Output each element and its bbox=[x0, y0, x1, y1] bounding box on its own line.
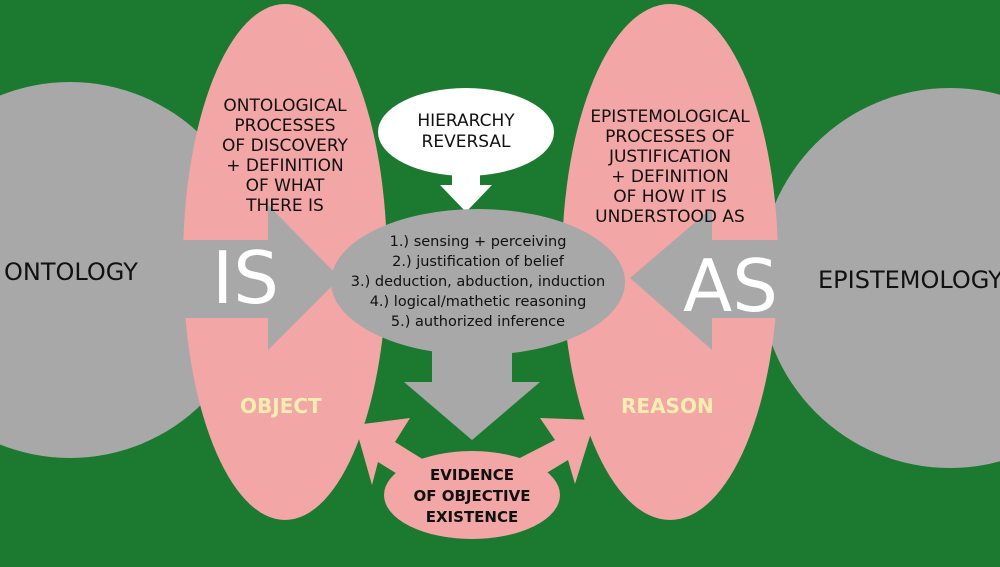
epistemological-processes-text: EPISTEMOLOGICAL PROCESSES OF JUSTIFICATI… bbox=[590, 107, 750, 227]
reason-label: REASON bbox=[621, 394, 714, 418]
list-item: 2.) justification of belief bbox=[392, 254, 564, 270]
ontological-processes-text: ONTOLOGICAL PROCESSES OF DISCOVERY + DEF… bbox=[222, 96, 348, 216]
hierarchy-bubble-pointer bbox=[440, 172, 492, 212]
list-item: 5.) authorized inference bbox=[390, 314, 566, 330]
list-item: 1.) sensing + perceiving bbox=[389, 234, 567, 250]
hierarchy-reversal-text: HIERARCHY REVERSAL bbox=[417, 111, 515, 152]
hierarchy-bubble bbox=[378, 88, 554, 176]
is-arrow bbox=[178, 205, 340, 350]
ontology-label: ONTOLOGY bbox=[4, 258, 138, 286]
evidence-text: EVIDENCE OF OBJECTIVE EXISTENCE bbox=[413, 466, 531, 526]
is-label: IS bbox=[212, 236, 279, 320]
evidence-arrow-right bbox=[512, 418, 595, 486]
list-item: 4.) logical/mathetic reasoning bbox=[369, 294, 587, 310]
down-arrow bbox=[404, 330, 540, 440]
object-label: OBJECT bbox=[240, 394, 322, 418]
list-item: 3.) deduction, abduction, induction bbox=[350, 274, 606, 290]
as-label: AS bbox=[683, 244, 778, 328]
center-oval bbox=[331, 209, 625, 355]
evidence-arrow-left bbox=[355, 418, 432, 488]
evidence-blob bbox=[384, 451, 560, 539]
as-arrow bbox=[630, 208, 778, 350]
epistemology-circle bbox=[760, 88, 1000, 468]
reasoning-steps-list: 1.) sensing + perceiving 2.) justificati… bbox=[332, 232, 624, 332]
epistemology-label: EPISTEMOLOGY bbox=[818, 266, 1000, 294]
